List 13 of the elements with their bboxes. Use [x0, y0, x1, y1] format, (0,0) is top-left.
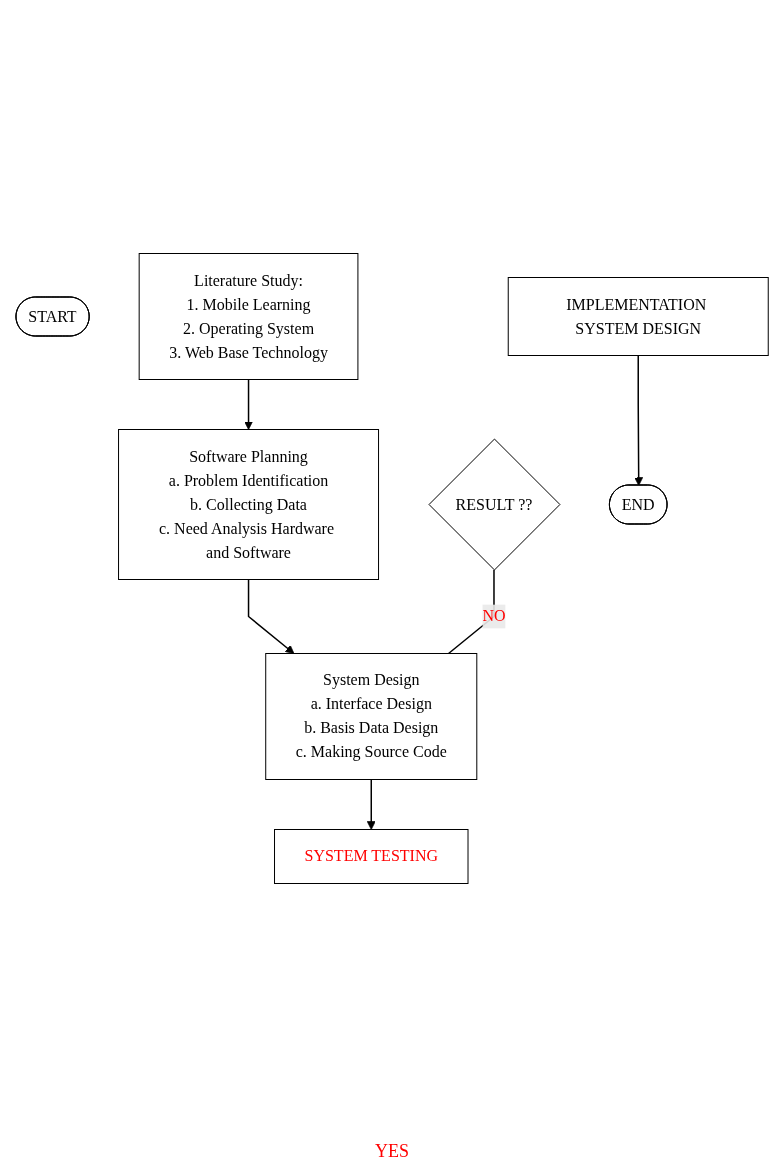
node-box: Software Planning a. Problem Identification b. Collecting Data c. Need Analysis Hardware and Software [117, 429, 379, 580]
arrow [634, 354, 643, 486]
connector [447, 569, 495, 655]
node-diamond: RESULT ?? [428, 438, 561, 571]
arrow [366, 778, 376, 830]
arrow [247, 578, 295, 654]
node-box: Literature Study: 1. Mobile Learning 2. Operating System 3. Web Base Technology [138, 253, 359, 380]
note-text: YES [375, 1141, 409, 1162]
node-box: IMPLEMENTATION SYSTEM DESIGN [507, 277, 769, 356]
node-box: SYSTEM TESTING [273, 829, 469, 884]
node-box: System Design a. Interface Design b. Basis Data Design c. Making Source Code [265, 653, 478, 780]
arrow [244, 378, 253, 430]
edge-label: NO [482, 607, 506, 625]
